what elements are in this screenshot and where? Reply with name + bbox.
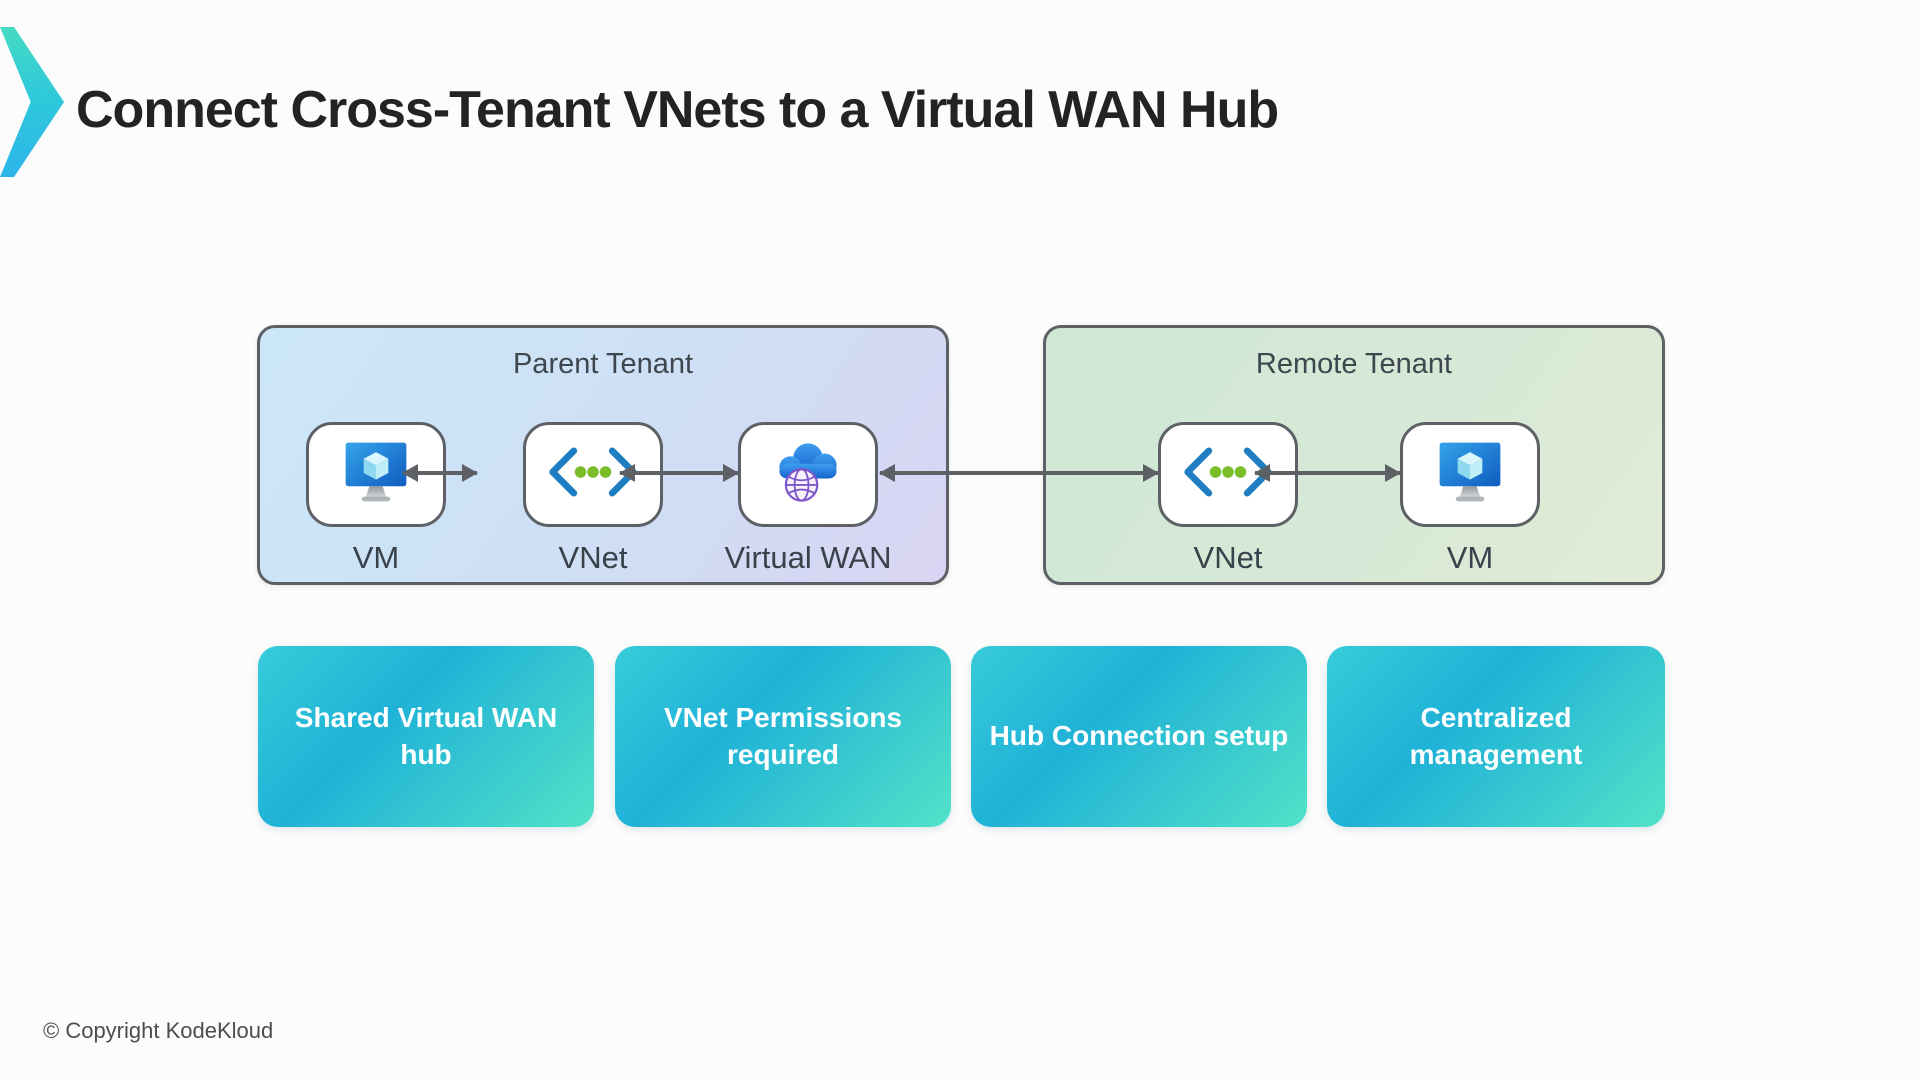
kodekloud-logo-icon bbox=[0, 27, 64, 177]
parent-virtual-wan-node bbox=[738, 422, 878, 527]
azure-vm-icon bbox=[338, 435, 414, 514]
parent-virtual-wan-label: Virtual WAN bbox=[724, 540, 892, 575]
copyright-text: © Copyright KodeKloud bbox=[43, 1018, 274, 1043]
feature-card-centralized-management: Centralized management bbox=[1327, 646, 1665, 827]
remote-vnet-label: VNet bbox=[1193, 540, 1263, 575]
connection-arrow-vm-vnet bbox=[402, 464, 478, 482]
connection-arrow-vnet-vm bbox=[1254, 464, 1401, 482]
azure-vm-icon bbox=[1432, 435, 1508, 514]
feature-card-label: Hub Connection setup bbox=[989, 720, 1289, 752]
feature-card-vnet-permissions: VNet Permissions required bbox=[615, 646, 951, 827]
feature-card-shared-hub: Shared Virtual WAN hub bbox=[258, 646, 594, 827]
feature-card-hub-connection: Hub Connection setup bbox=[971, 646, 1307, 827]
remote-tenant-label: Remote Tenant bbox=[1255, 348, 1453, 380]
feature-card-label: VNet Permissions required bbox=[663, 702, 903, 770]
parent-vnet-label: VNet bbox=[558, 540, 628, 575]
remote-vm-label: VM bbox=[1446, 540, 1494, 575]
remote-vm-node bbox=[1400, 422, 1540, 527]
feature-card-label: Shared Virtual WAN hub bbox=[294, 702, 558, 770]
connection-arrow-cross-tenant bbox=[879, 464, 1159, 482]
azure-virtual-wan-icon bbox=[771, 436, 845, 513]
parent-tenant-group: Parent Tenant bbox=[257, 325, 949, 585]
slide-title: Connect Cross-Tenant VNets to a Virtual … bbox=[76, 81, 1279, 139]
connection-arrow-vnet-vwan bbox=[619, 464, 739, 482]
feature-card-label: Centralized management bbox=[1409, 702, 1583, 770]
remote-tenant-group: Remote Tenant VNet bbox=[1043, 325, 1665, 585]
parent-tenant-label: Parent Tenant bbox=[512, 348, 694, 380]
parent-vm-label: VM bbox=[352, 540, 400, 575]
